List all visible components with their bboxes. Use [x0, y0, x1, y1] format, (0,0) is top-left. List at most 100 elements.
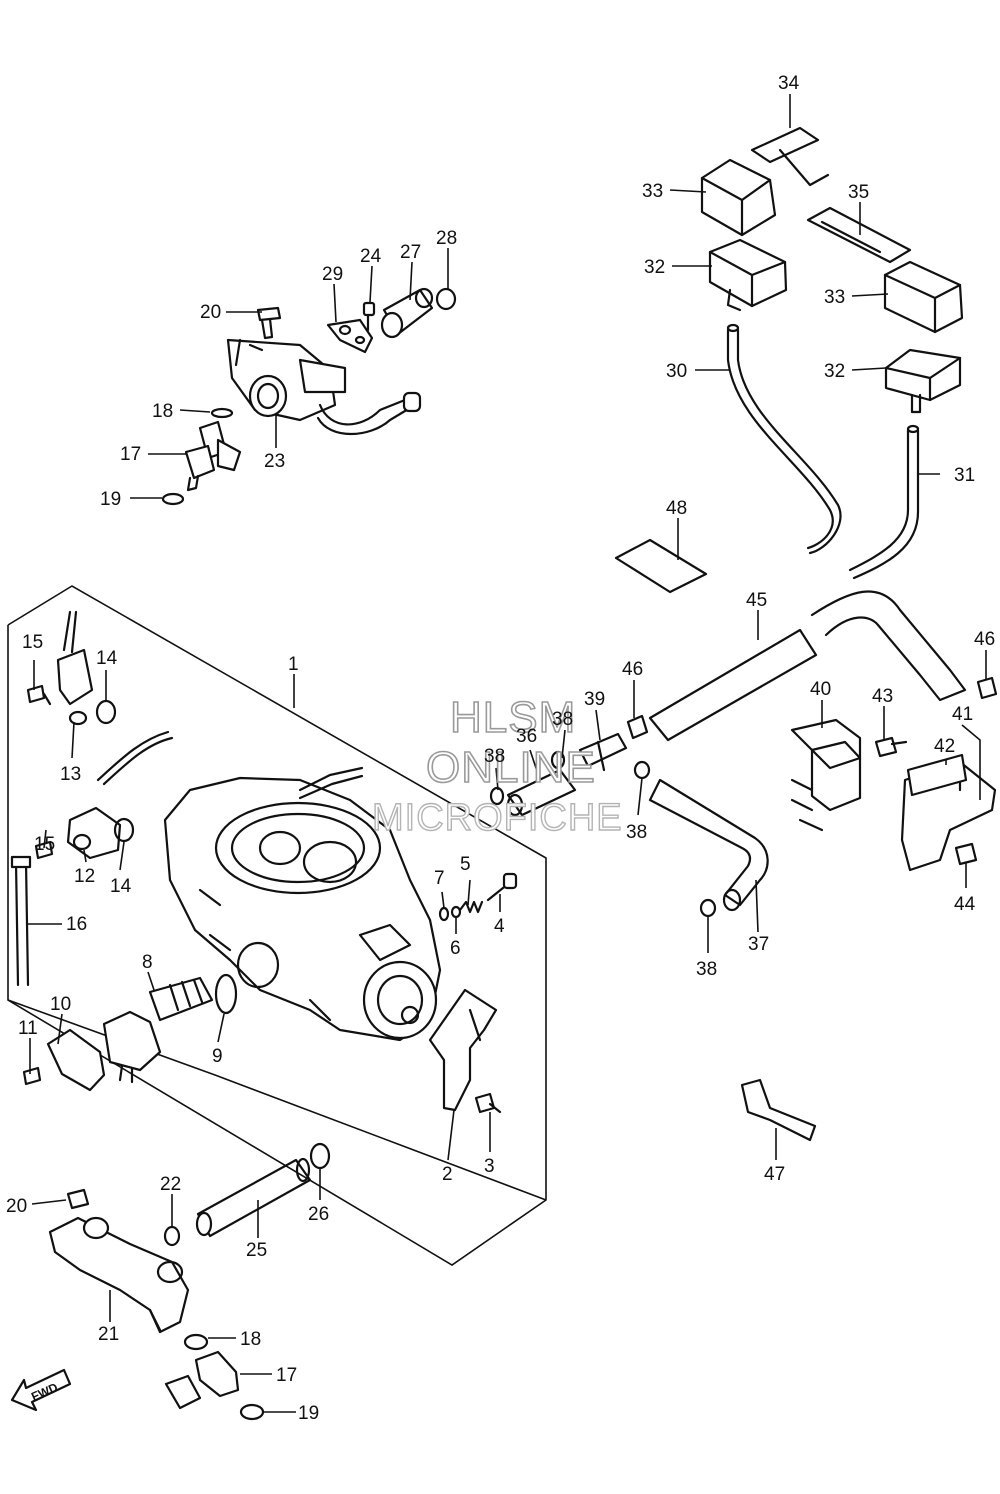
callout-35: 35: [848, 182, 869, 203]
callout-20a: 20: [200, 302, 221, 323]
o-ring-18-lower: [183, 1333, 209, 1351]
bolt-3: [474, 1092, 502, 1114]
callout-28: 28: [436, 228, 457, 249]
bolt-20-lower: [66, 1188, 90, 1210]
fuel-rail-upper: [226, 338, 422, 436]
callout-7: 7: [434, 868, 445, 889]
clip-38-a: [489, 786, 505, 806]
hose-36: [506, 768, 577, 817]
screw-11: [22, 1066, 42, 1086]
callout-38b: 38: [552, 709, 573, 730]
o-ring-14-lower: [113, 817, 135, 843]
clamp-46-lower: [626, 714, 649, 740]
callout-46b: 46: [622, 659, 643, 680]
callout-33b: 33: [824, 287, 845, 308]
callout-22: 22: [160, 1174, 181, 1195]
callout-19b: 19: [298, 1403, 319, 1424]
callout-38c: 38: [626, 822, 647, 843]
clip-38-d: [699, 898, 717, 918]
callout-46a: 46: [974, 629, 995, 650]
callout-14b: 14: [110, 876, 132, 897]
callout-13: 13: [60, 764, 81, 785]
watermark-line1: HLSM: [450, 693, 576, 742]
solenoid-valve-40: [790, 718, 862, 832]
callout-29: 29: [322, 264, 343, 285]
throttle-body-1: [163, 766, 442, 1042]
label-48: [614, 538, 708, 594]
bolt-20-upper: [256, 306, 282, 340]
o-ring-9: [214, 973, 238, 1015]
bolt-43: [874, 736, 908, 758]
callout-18a: 18: [152, 401, 173, 422]
bracket-34: [750, 126, 830, 187]
hose-31: [848, 424, 920, 580]
lever-bracket-2: [428, 988, 498, 1112]
bracket-10: [46, 1028, 106, 1092]
throttle-body-assembly-frame: [7, 585, 547, 1266]
o-ring-28: [435, 287, 457, 311]
callout-4: 4: [494, 916, 505, 937]
clip-38-c: [633, 760, 651, 780]
hose-37: [648, 778, 769, 912]
label-42: [906, 753, 968, 797]
connector-39: [578, 732, 628, 772]
o-ring-22: [163, 1225, 181, 1247]
callout-21: 21: [98, 1324, 119, 1345]
callout-43: 43: [872, 686, 893, 707]
callout-1: 1: [288, 654, 299, 675]
forward-arrow-icon: FWD: [10, 1368, 72, 1412]
callout-23: 23: [264, 451, 285, 472]
callout-32a: 32: [644, 257, 665, 278]
cable-tie-16: [10, 855, 32, 987]
callout-10: 10: [50, 994, 71, 1015]
callout-numbers: 34 33 35 32 33 32 30 31 48 45 46 46 39 3…: [6, 73, 995, 1424]
callout-5: 5: [460, 854, 471, 875]
o-ring-26: [309, 1142, 331, 1170]
callout-24: 24: [360, 246, 382, 267]
clip-38-b: [550, 750, 566, 770]
callout-15a: 15: [22, 632, 43, 653]
o-ring-18-upper: [210, 407, 234, 419]
tps-sensor-13: [56, 610, 94, 726]
gasket-29: [326, 318, 374, 354]
callout-17b: 17: [276, 1365, 297, 1386]
callout-40: 40: [810, 679, 831, 700]
iac-sensor-12: [66, 730, 174, 860]
callout-15b: 15: [34, 834, 55, 855]
injector-17-upper: [184, 420, 242, 492]
callout-6: 6: [450, 938, 461, 959]
callout-19a: 19: [100, 489, 121, 510]
o-ring-19-lower: [239, 1403, 265, 1421]
nut-44: [954, 842, 978, 866]
callout-9: 9: [212, 1046, 223, 1067]
callout-31: 31: [954, 465, 975, 486]
bracket-47: [740, 1078, 817, 1142]
callout-32b: 32: [824, 361, 845, 382]
callout-14a: 14: [96, 648, 118, 669]
hose-30: [726, 323, 842, 555]
o-ring-19-upper: [161, 492, 185, 506]
callout-42: 42: [934, 736, 955, 757]
spring-5: [458, 900, 484, 914]
leader-lines: [28, 94, 987, 1413]
callout-26: 26: [308, 1204, 329, 1225]
callout-12: 12: [74, 866, 95, 887]
sensor-32-right: [884, 348, 962, 414]
callout-30: 30: [666, 361, 687, 382]
screw-24: [362, 301, 376, 332]
pipe-25: [195, 1157, 312, 1238]
callout-8: 8: [142, 952, 153, 973]
watermark-line2: ONLINE: [426, 743, 596, 792]
callout-37: 37: [748, 934, 769, 955]
injector-17-lower: [164, 1350, 240, 1410]
screw-15-lower: [34, 840, 54, 860]
callout-18b: 18: [240, 1329, 261, 1350]
cover-33-left: [700, 158, 777, 237]
sensor-32-left: [708, 238, 788, 312]
callout-48: 48: [666, 498, 687, 519]
callout-36: 36: [516, 726, 537, 747]
callout-44: 44: [954, 894, 976, 915]
pressure-regulator-27: [380, 287, 434, 339]
screw-4: [486, 872, 518, 902]
